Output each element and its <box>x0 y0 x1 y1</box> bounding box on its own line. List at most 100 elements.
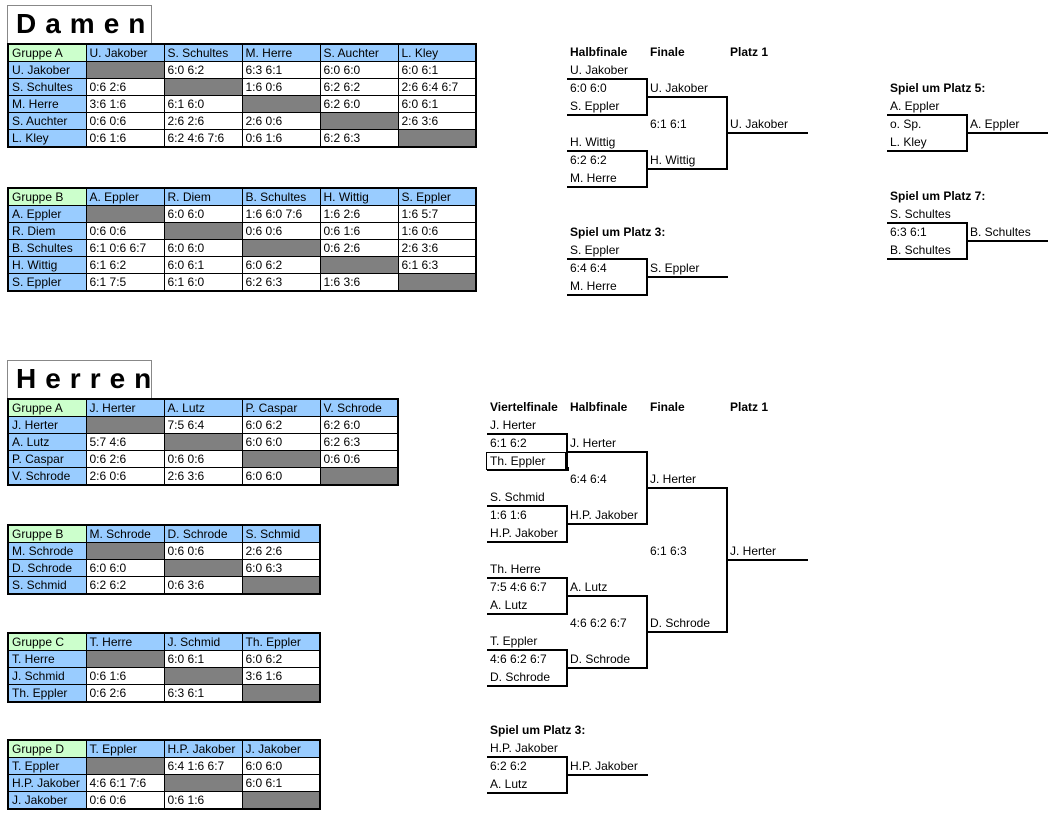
row-header-player[interactable]: T. Eppler <box>7 757 87 775</box>
score-cell[interactable]: 6:0 6:1 <box>397 95 477 113</box>
score-cell[interactable]: 2:6 3:6 <box>397 239 477 257</box>
row-header-player[interactable]: T. Herre <box>7 650 87 668</box>
score-cell[interactable]: 0:6 0:6 <box>85 791 165 810</box>
score-cell[interactable]: 6:1 6:0 <box>163 95 243 113</box>
group-label[interactable]: Gruppe C <box>7 632 87 651</box>
herren-p3-top[interactable]: H.P. Jakober <box>490 741 558 755</box>
score-cell[interactable]: 0:6 0:6 <box>85 222 165 240</box>
score-cell[interactable]: 0:6 1:6 <box>85 667 165 685</box>
row-header-player[interactable]: R. Diem <box>7 222 87 240</box>
column-header-player[interactable]: A. Eppler <box>85 187 165 206</box>
row-header-player[interactable]: D. Schrode <box>7 559 87 577</box>
damen-p5-score[interactable]: o. Sp. <box>890 117 922 131</box>
diagonal-blank-cell[interactable] <box>241 576 321 595</box>
row-header-player[interactable]: A. Lutz <box>7 433 87 451</box>
column-header-player[interactable]: P. Caspar <box>241 398 321 417</box>
diagonal-blank-cell[interactable] <box>319 256 399 274</box>
herren-final-bottom[interactable]: D. Schrode <box>650 616 711 630</box>
score-cell[interactable]: 3:6 1:6 <box>241 667 321 685</box>
score-cell[interactable]: 2:6 3:6 <box>397 112 477 130</box>
score-cell[interactable]: 6:2 6:3 <box>319 433 399 451</box>
diagonal-blank-cell[interactable] <box>397 129 477 148</box>
row-header-player[interactable]: U. Jakober <box>7 61 87 79</box>
group-label[interactable]: Gruppe B <box>7 524 87 543</box>
diagonal-blank-cell[interactable] <box>163 559 243 577</box>
herren-sf1-bottom[interactable]: H.P. Jakober <box>570 508 638 522</box>
damen-p7-bottom[interactable]: B. Schultes <box>890 243 951 257</box>
damen-sf1-top[interactable]: U. Jakober <box>570 63 629 77</box>
column-header-player[interactable]: J. Schmid <box>163 632 243 651</box>
row-header-player[interactable]: V. Schrode <box>7 467 87 486</box>
score-cell[interactable]: 6:2 6:2 <box>85 576 165 595</box>
herren-qf3-top[interactable]: Th. Herre <box>490 562 541 576</box>
herren-qf2-bottom[interactable]: H.P. Jakober <box>490 526 558 540</box>
diagonal-blank-cell[interactable] <box>85 757 165 775</box>
score-cell[interactable]: 6:1 0:6 6:7 <box>85 239 165 257</box>
herren-p3-bottom[interactable]: A. Lutz <box>490 777 528 791</box>
herren-sf2-top[interactable]: A. Lutz <box>570 580 608 594</box>
column-header-player[interactable]: S. Auchter <box>319 43 399 62</box>
score-cell[interactable]: 6:1 6:0 <box>163 273 243 292</box>
herren-qf3-score[interactable]: 7:5 4:6 6:7 <box>490 580 547 594</box>
score-cell[interactable]: 6:0 6:0 <box>241 467 321 486</box>
herren-final-top[interactable]: J. Herter <box>650 472 697 486</box>
diagonal-blank-cell[interactable] <box>397 273 477 292</box>
score-cell[interactable]: 2:6 0:6 <box>85 467 165 486</box>
score-cell[interactable]: 1:6 2:6 <box>319 205 399 223</box>
row-header-player[interactable]: H. Wittig <box>7 256 87 274</box>
column-header-player[interactable]: L. Kley <box>397 43 477 62</box>
score-cell[interactable]: 6:2 6:3 <box>319 129 399 148</box>
score-cell[interactable]: 6:2 6:3 <box>241 273 321 292</box>
herren-qf3-bottom[interactable]: A. Lutz <box>490 598 528 612</box>
score-cell[interactable]: 0:6 0:6 <box>85 112 165 130</box>
score-cell[interactable]: 6:2 6:0 <box>319 95 399 113</box>
score-cell[interactable]: 6:0 6:2 <box>241 256 321 274</box>
group-label[interactable]: Gruppe A <box>7 398 87 417</box>
score-cell[interactable]: 6:1 6:3 <box>397 256 477 274</box>
score-cell[interactable]: 6:0 6:0 <box>163 239 243 257</box>
score-cell[interactable]: 0:6 2:6 <box>85 450 165 468</box>
diagonal-blank-cell[interactable] <box>241 791 321 810</box>
diagonal-blank-cell[interactable] <box>319 467 399 486</box>
group-label[interactable]: Gruppe D <box>7 739 87 758</box>
herren-qf4-bottom[interactable]: D. Schrode <box>490 670 551 684</box>
diagonal-blank-cell[interactable] <box>163 78 243 96</box>
score-cell[interactable]: 6:2 6:2 <box>319 78 399 96</box>
score-cell[interactable]: 6:0 6:0 <box>85 559 165 577</box>
score-cell[interactable]: 0:6 1:6 <box>241 129 321 148</box>
diagonal-blank-cell[interactable] <box>319 112 399 130</box>
column-header-player[interactable]: J. Herter <box>85 398 165 417</box>
herren-qf1-score[interactable]: 6:1 6:2 <box>490 436 527 450</box>
score-cell[interactable]: 6:0 6:3 <box>241 559 321 577</box>
score-cell[interactable]: 0:6 0:6 <box>319 450 399 468</box>
diagonal-blank-cell[interactable] <box>241 684 321 703</box>
score-cell[interactable]: 5:7 4:6 <box>85 433 165 451</box>
score-cell[interactable]: 1:6 0:6 <box>397 222 477 240</box>
score-cell[interactable]: 6:0 6:1 <box>163 650 243 668</box>
score-cell[interactable]: 0:6 1:6 <box>163 791 243 810</box>
score-cell[interactable]: 0:6 3:6 <box>163 576 243 595</box>
score-cell[interactable]: 2:6 2:6 <box>163 112 243 130</box>
diagonal-blank-cell[interactable] <box>85 650 165 668</box>
damen-winner[interactable]: U. Jakober <box>730 117 789 131</box>
damen-sf2-top[interactable]: H. Wittig <box>570 135 616 149</box>
score-cell[interactable]: 6:4 1:6 6:7 <box>163 757 243 775</box>
score-cell[interactable]: 0:6 0:6 <box>163 542 243 560</box>
score-cell[interactable]: 7:5 6:4 <box>163 416 243 434</box>
score-cell[interactable]: 1:6 3:6 <box>319 273 399 292</box>
score-cell[interactable]: 6:0 6:1 <box>241 774 321 792</box>
column-header-player[interactable]: M. Schrode <box>85 524 165 543</box>
column-header-player[interactable]: S. Schultes <box>163 43 243 62</box>
diagonal-blank-cell[interactable] <box>241 239 321 257</box>
damen-p7-winner[interactable]: B. Schultes <box>970 225 1031 239</box>
score-cell[interactable]: 2:6 2:6 <box>241 542 321 560</box>
column-header-player[interactable]: D. Schrode <box>163 524 243 543</box>
score-cell[interactable]: 6:1 7:5 <box>85 273 165 292</box>
damen-p3-top[interactable]: S. Eppler <box>570 243 620 257</box>
column-header-player[interactable]: H.P. Jakober <box>163 739 243 758</box>
damen-final-score[interactable]: 6:1 6:1 <box>650 117 687 131</box>
herren-sf2-bottom[interactable]: D. Schrode <box>570 652 631 666</box>
